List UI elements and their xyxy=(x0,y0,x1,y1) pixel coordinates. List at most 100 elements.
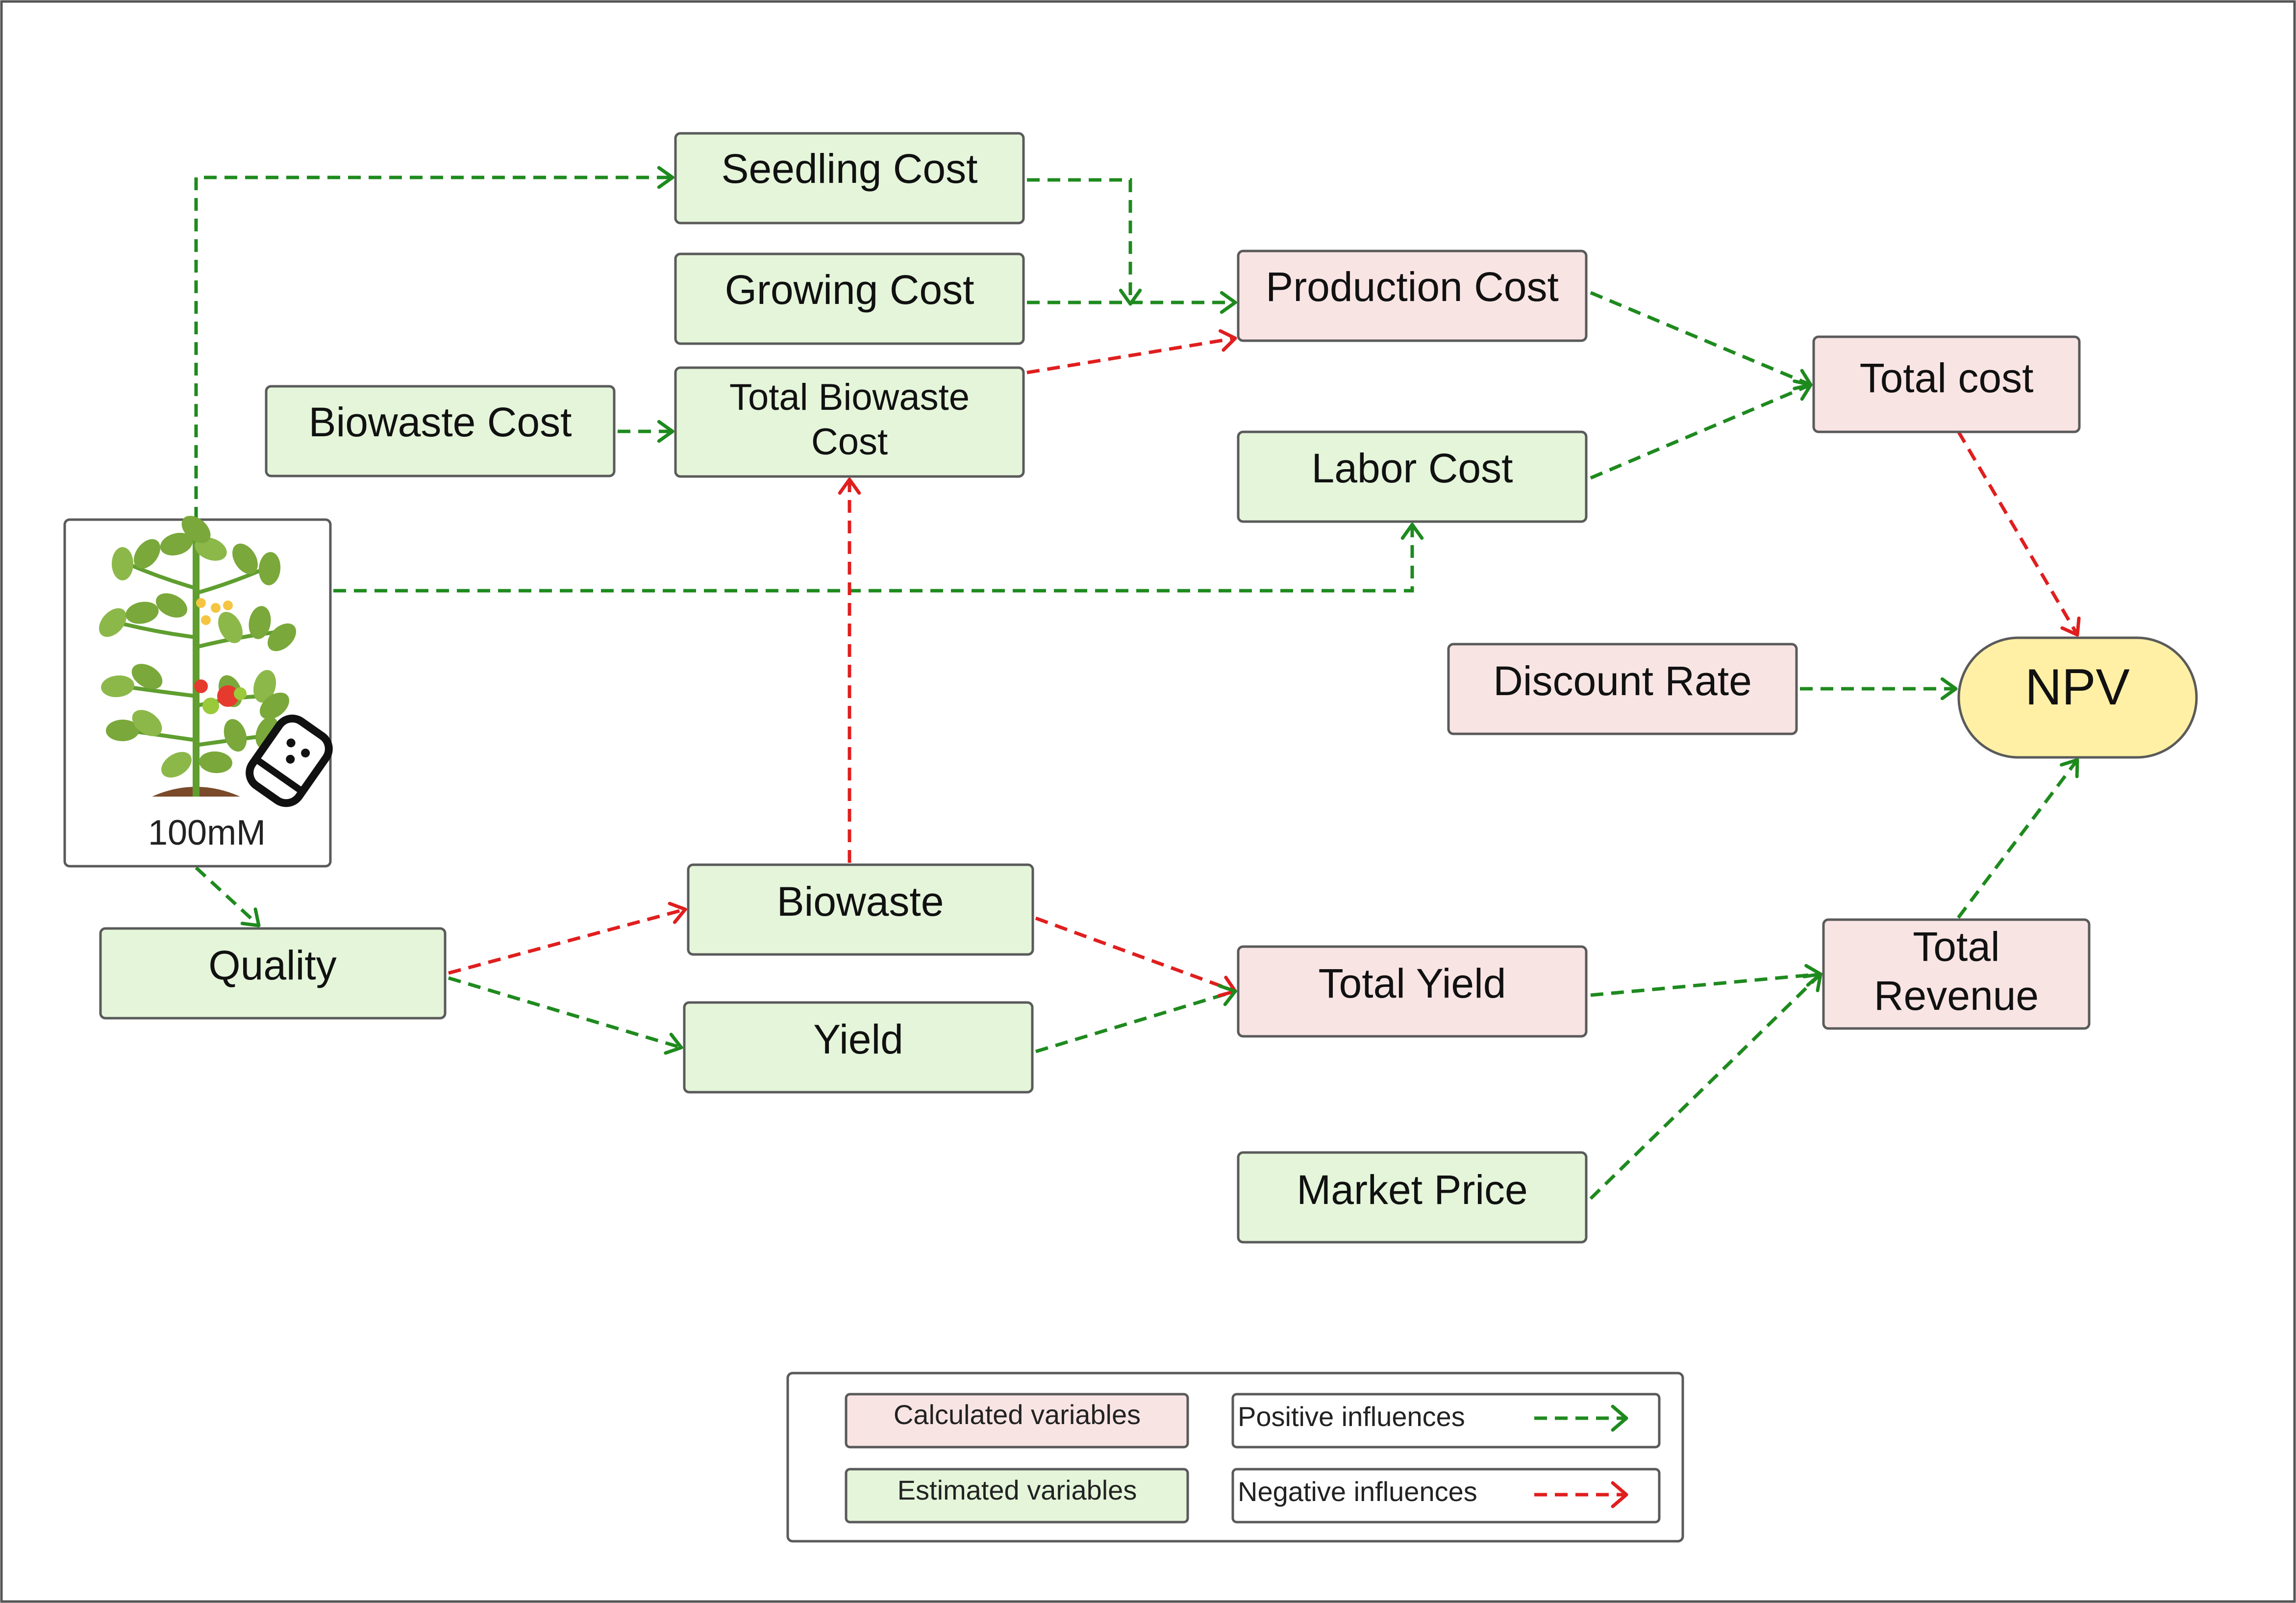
legend-negative-label: Negative influences xyxy=(1238,1476,1477,1507)
plant-leaf-20 xyxy=(224,719,247,752)
node-production-cost: Production Cost xyxy=(1237,250,1588,342)
edge-biowaste-to-total-biowaste-cost-head xyxy=(838,477,861,495)
legend-pos-arrow-head xyxy=(1611,1404,1628,1432)
edge-plant-to-seedling-cost-head xyxy=(657,166,674,189)
plant-leaf-9 xyxy=(155,593,188,618)
plant-leaf-22 xyxy=(161,751,192,778)
legend-calculated-label: Calculated variables xyxy=(894,1399,1141,1430)
node-total-biowaste-cost: Total Biowaste Cost xyxy=(674,366,1025,478)
node-biowaste-cost: Biowaste Cost xyxy=(265,385,616,477)
node-market-price: Market Price xyxy=(1237,1151,1588,1244)
edge-seedling-to-production-cost xyxy=(1027,178,1132,304)
salt-shaker-icon xyxy=(246,714,333,807)
plant-leaf-6 xyxy=(258,552,281,585)
total-revenue-label-line1: Total xyxy=(1913,924,1999,970)
plant-leaf-10 xyxy=(218,612,243,643)
plant-leaf-18 xyxy=(106,719,139,742)
legend-negative-arrow xyxy=(1534,1481,1628,1508)
plant-leaf-5 xyxy=(232,543,258,575)
plant-leaf-8 xyxy=(125,601,159,624)
edge-total-biowaste-cost-to-production-cost-head xyxy=(1218,329,1237,352)
plant-leaf-17 xyxy=(259,692,290,720)
plant-leaf-2 xyxy=(134,539,160,569)
edge-quality-to-yield-head xyxy=(664,1032,683,1055)
node-npv: NPV xyxy=(1957,636,2198,759)
node-labor-cost: Labor Cost xyxy=(1237,430,1588,523)
labor-cost-label: Labor Cost xyxy=(1312,445,1513,491)
node-total-yield: Total Yield xyxy=(1237,945,1588,1038)
node-biowaste: Biowaste xyxy=(687,863,1034,956)
edge-total-cost-to-npv xyxy=(1956,430,2079,636)
edge-total-revenue-to-npv-head xyxy=(2060,758,2079,778)
node-plant-treatment: 100mM xyxy=(63,516,333,868)
plant-leaf-23 xyxy=(199,751,232,774)
node-total-cost: Total cost xyxy=(1812,335,2081,433)
tomato-green-1 xyxy=(202,698,219,714)
edge-market-price-to-total-revenue-head xyxy=(1802,972,1822,992)
plant-leaf-19 xyxy=(132,710,162,736)
node-yield: Yield xyxy=(683,1001,1034,1094)
plant-leaf-24 xyxy=(181,516,211,543)
edge-plant-to-quality-head xyxy=(240,907,261,927)
node-discount-rate: Discount Rate xyxy=(1447,643,1798,735)
edge-quality-to-biowaste-head xyxy=(668,902,687,924)
plant-leaf-16 xyxy=(253,670,276,703)
tomato-red-1 xyxy=(217,685,239,707)
legend-negative: Negative influences xyxy=(1231,1468,1661,1524)
legend-estimated-label: Estimated variables xyxy=(898,1475,1137,1505)
plant-flower-2 xyxy=(211,603,221,613)
edge-total-cost-to-npv-head xyxy=(2060,616,2081,637)
quality-label: Quality xyxy=(208,942,336,988)
edge-total-biowaste-cost-to-production-cost xyxy=(1026,336,1236,375)
tomato-red-2 xyxy=(194,679,208,693)
legend: Calculated variables Estimated variables… xyxy=(786,1372,1684,1543)
edge-total-yield-to-total-revenue xyxy=(1590,972,1821,997)
node-quality: Quality xyxy=(99,927,447,1020)
legend-neg-arrow-head xyxy=(1611,1481,1628,1508)
total-biowaste-cost-label-line2: Cost xyxy=(811,421,888,463)
edge-growing-to-production-cost-head xyxy=(1220,291,1237,314)
edge-biowaste-to-total-yield xyxy=(1035,916,1236,993)
legend-positive-arrow xyxy=(1534,1404,1628,1432)
plant-leaf-11 xyxy=(249,606,271,639)
plant-leaf-14 xyxy=(131,664,163,689)
plant-branch-2 xyxy=(195,567,266,595)
legend-positive-label: Positive influences xyxy=(1238,1401,1465,1432)
plant-branch-3 xyxy=(117,621,197,639)
legend-estimated: Estimated variables xyxy=(845,1468,1189,1524)
influence-edges xyxy=(194,175,2079,1200)
edge-plant-to-quality xyxy=(195,866,260,927)
edge-plant-to-seedling-cost xyxy=(194,175,673,520)
biowaste-cost-label: Biowaste Cost xyxy=(309,399,572,445)
npv-label: NPV xyxy=(2025,659,2130,716)
tomato-green-2 xyxy=(234,687,247,700)
plant-leaf-3 xyxy=(160,532,193,556)
plant-flower-3 xyxy=(223,601,233,610)
edge-yield-to-total-yield xyxy=(1035,989,1236,1053)
plant-leaf-1 xyxy=(112,547,133,580)
edge-seedling-to-production-cost-head xyxy=(1119,288,1142,306)
plant-flower-1 xyxy=(196,598,206,608)
edge-total-revenue-to-npv xyxy=(1957,758,2079,919)
yield-label: Yield xyxy=(813,1016,903,1062)
plant-leaf-12 xyxy=(267,623,297,651)
total-revenue-label-line2: Revenue xyxy=(1874,973,2039,1019)
discount-rate-label: Discount Rate xyxy=(1493,658,1752,704)
plant-leaf-4 xyxy=(195,537,227,561)
plant-concentration-label: 100mM xyxy=(148,813,266,852)
legend-calculated: Calculated variables xyxy=(845,1393,1189,1449)
plant-leaf-7 xyxy=(99,608,127,637)
edge-market-price-to-total-revenue xyxy=(1589,973,1822,1200)
plant-branch-1 xyxy=(126,562,197,590)
legend-positive: Positive influences xyxy=(1231,1393,1661,1449)
plant-leaf-13 xyxy=(101,675,134,698)
total-yield-label: Total Yield xyxy=(1319,960,1506,1006)
plant-flower-4 xyxy=(201,615,211,625)
edge-plant-to-labor-cost xyxy=(333,525,1414,593)
edge-discount-rate-to-npv-head xyxy=(1940,677,1958,701)
edge-yield-to-total-yield-head xyxy=(1218,984,1237,1006)
edge-biowaste-cost-to-total-biowaste-cost-head xyxy=(657,420,674,443)
